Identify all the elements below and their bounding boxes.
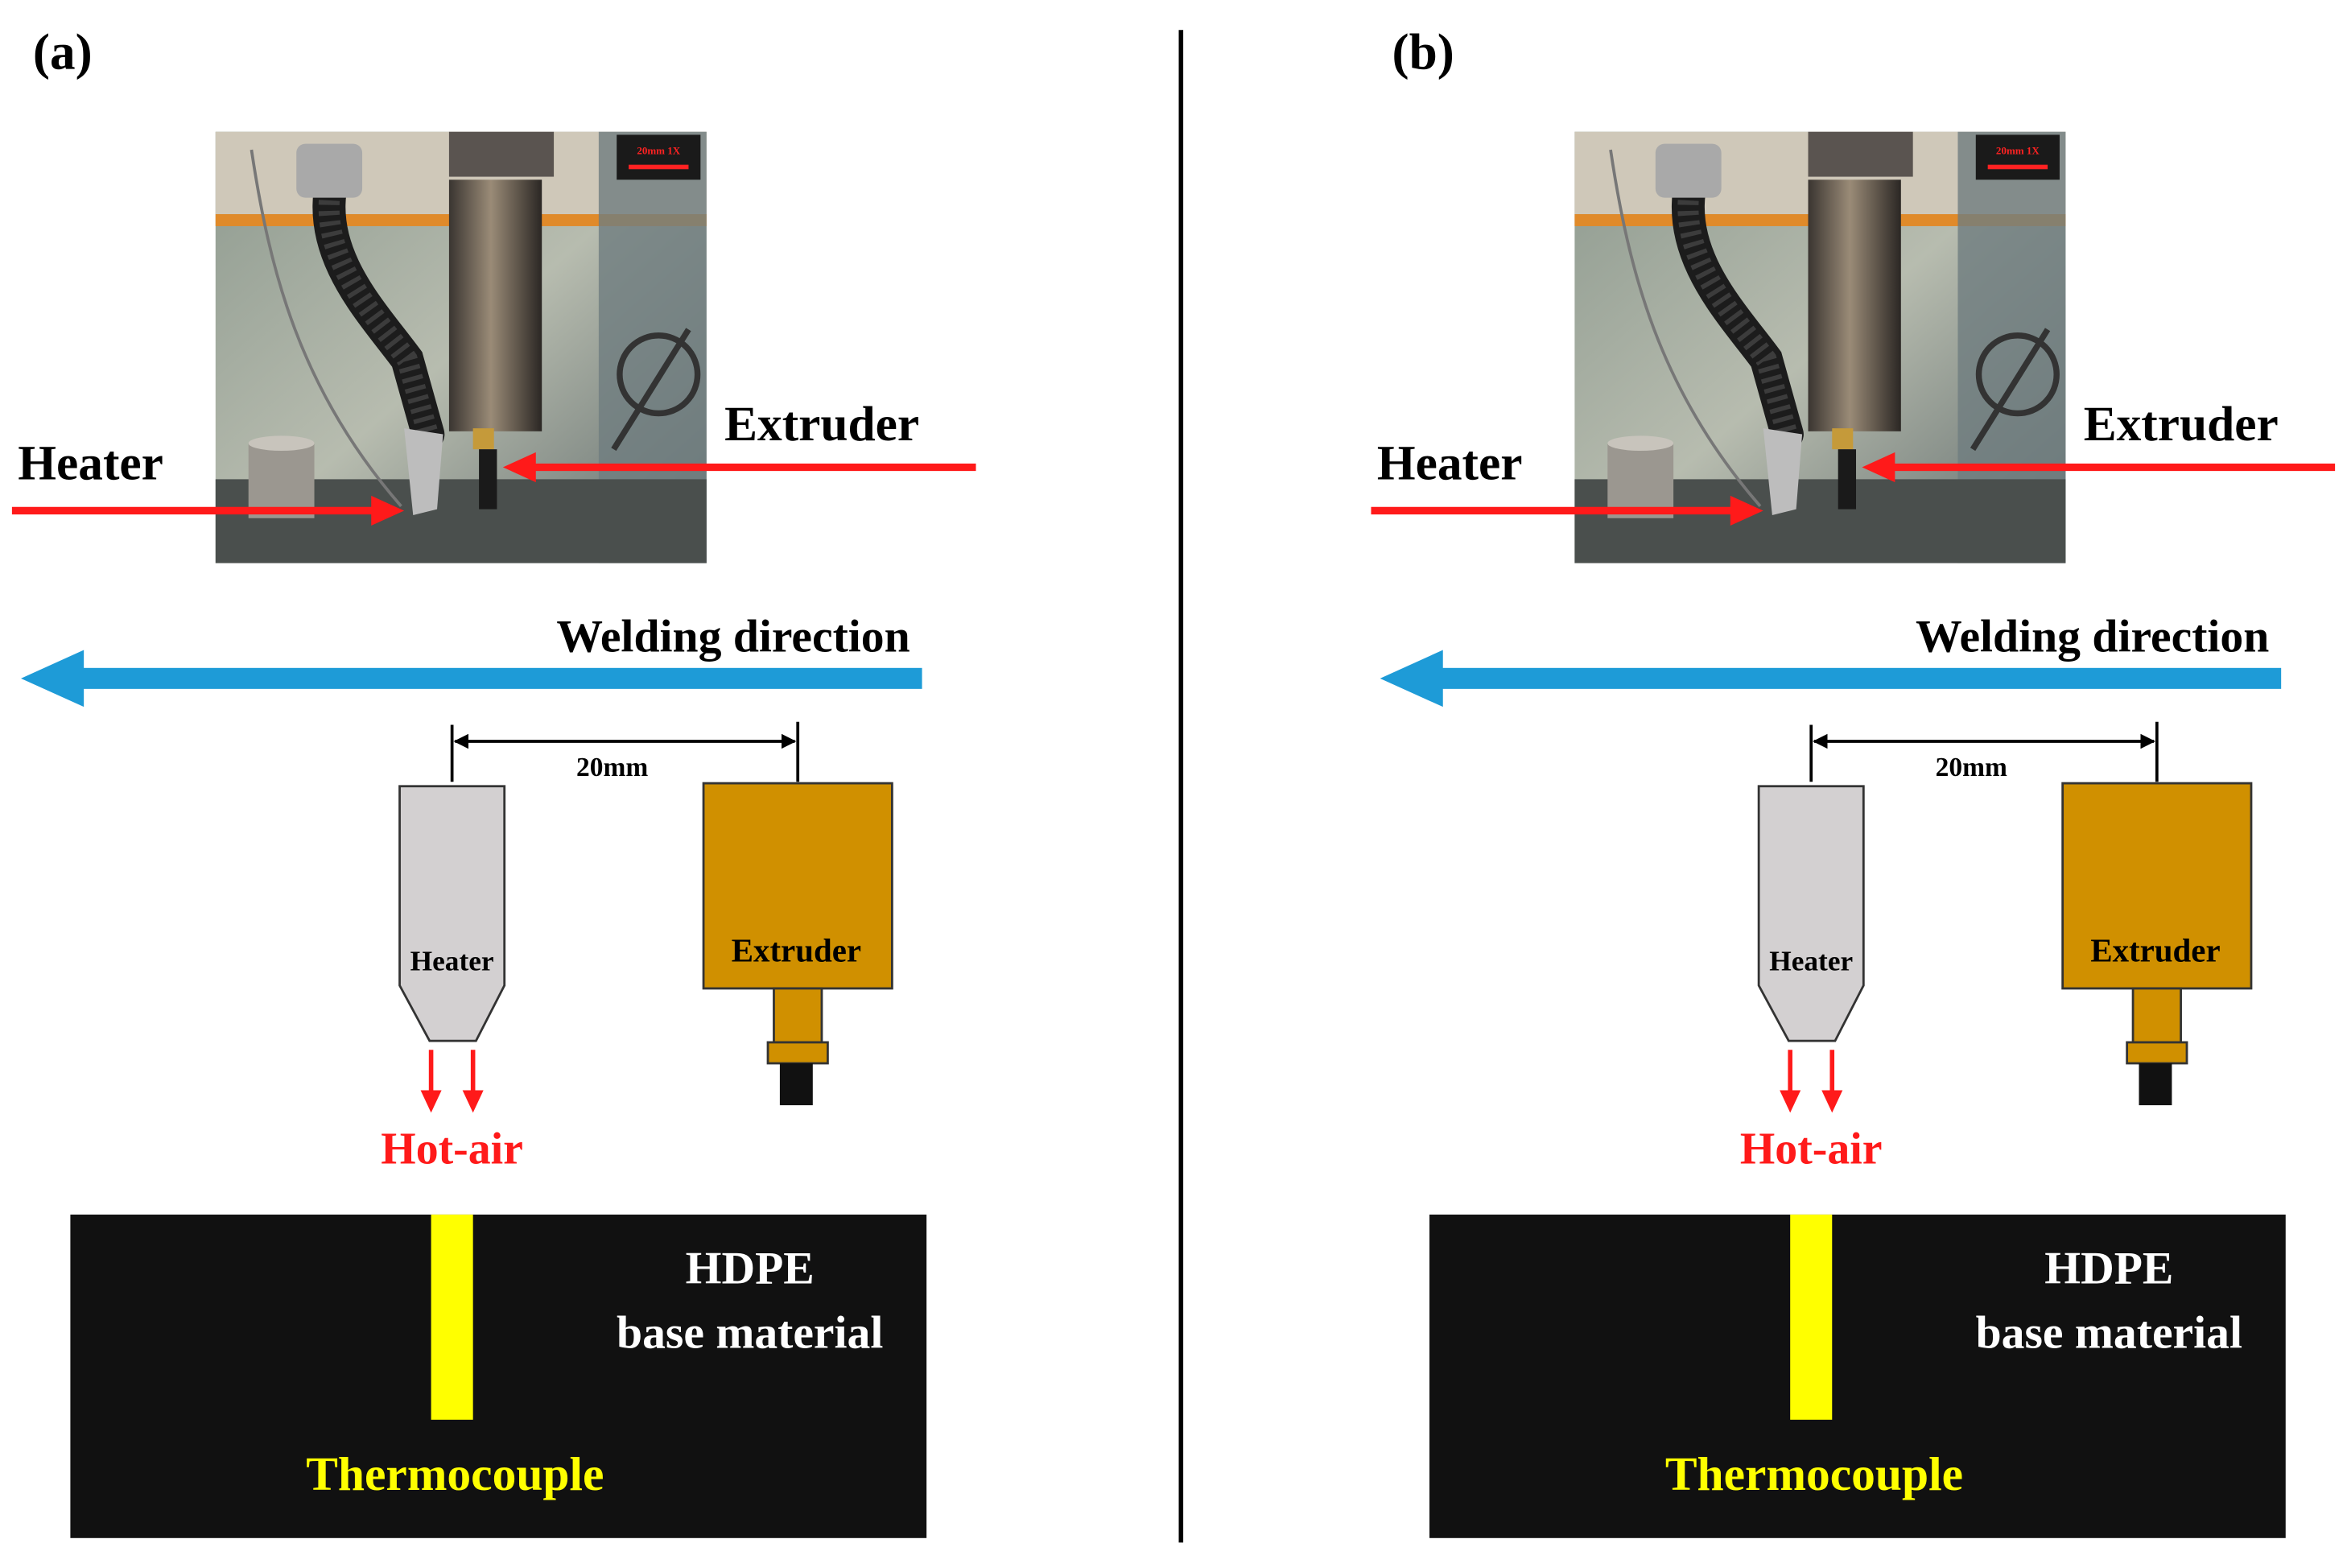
photo-extruder-label: Extruder: [2084, 397, 2279, 452]
extruder-schematic: [702, 782, 893, 1106]
heater-schematic: [1757, 785, 1865, 1042]
hdpe-base-material: [70, 1214, 927, 1538]
hot-air-label: Hot-air: [381, 1124, 523, 1174]
heater-schematic: [398, 785, 506, 1042]
extruder-schematic: [2061, 782, 2253, 1106]
photo-extruder-label: Extruder: [724, 397, 919, 452]
photo-heater-label: Heater: [1377, 435, 1523, 490]
photo-scale-label: 20mm 1X: [1996, 145, 2040, 157]
panel-a: (a): [11, 24, 976, 1538]
hdpe-label: HDPE: [686, 1243, 815, 1294]
hot-air-arrows: [1780, 1050, 1843, 1113]
welding-direction-label: Welding direction: [556, 611, 910, 662]
heater-schematic-label: Heater: [1769, 946, 1853, 977]
photo-scale-bar: [629, 164, 689, 170]
thermocouple-label: Thermocouple: [306, 1447, 604, 1500]
extruder-schematic-label: Extruder: [732, 932, 861, 968]
spacing-label: 20mm: [576, 753, 648, 782]
setup-photo: 20mm 1X: [1574, 131, 2066, 563]
spacing-label: 20mm: [1936, 753, 2007, 782]
panel-b: (b): [1371, 24, 2336, 1538]
welding-direction-arrow: [1380, 650, 2282, 708]
setup-photo: 20mm 1X: [215, 131, 707, 563]
heater-schematic-label: Heater: [410, 946, 494, 977]
thermocouple-label: Thermocouple: [1665, 1447, 1963, 1500]
thermocouple-strip: [431, 1214, 473, 1420]
hot-air-arrows: [420, 1050, 484, 1113]
photo-scale-label: 20mm 1X: [637, 145, 680, 157]
hdpe-base-material: [1429, 1214, 2286, 1538]
base-material-label: base material: [617, 1307, 883, 1358]
base-material-label: base material: [1976, 1307, 2242, 1358]
panel-label: (a): [33, 24, 93, 80]
panel-label: (b): [1392, 24, 1454, 80]
thermocouple-strip: [1790, 1214, 1833, 1420]
hot-air-label: Hot-air: [1740, 1124, 1883, 1174]
welding-direction-arrow: [21, 650, 922, 708]
photo-scale-bar: [1987, 164, 2048, 170]
hdpe-label: HDPE: [2044, 1243, 2173, 1294]
photo-heater-label: Heater: [18, 435, 163, 490]
welding-direction-label: Welding direction: [1916, 611, 2269, 662]
extruder-schematic-label: Extruder: [2090, 932, 2220, 968]
